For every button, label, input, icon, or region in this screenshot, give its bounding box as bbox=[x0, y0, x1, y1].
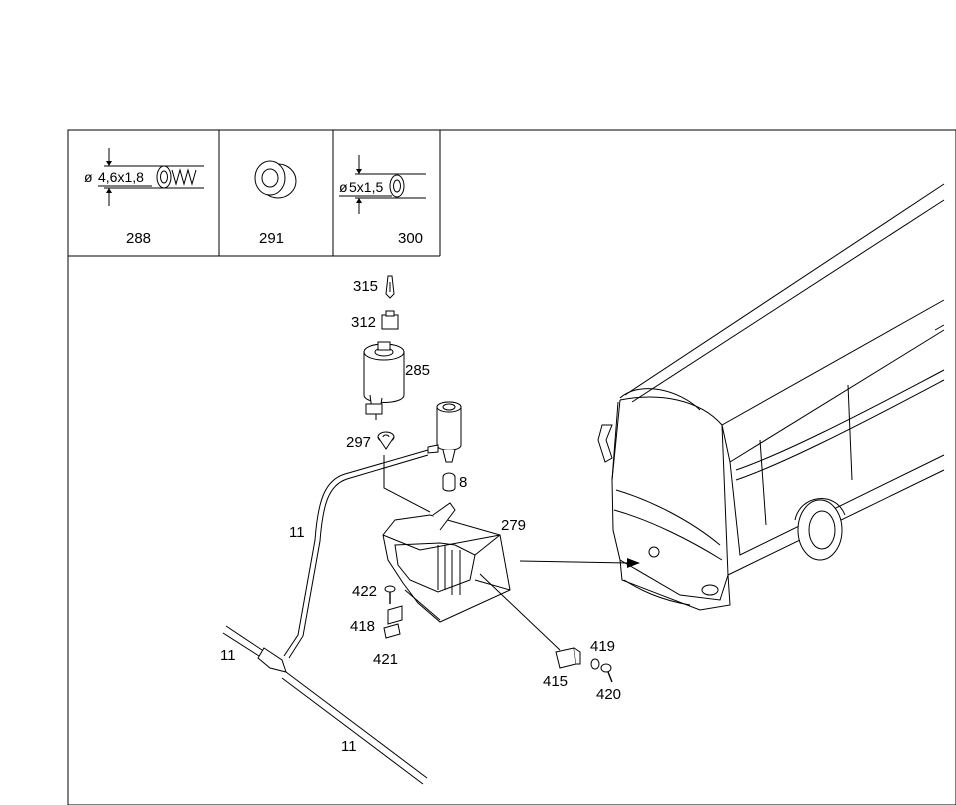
inset-table bbox=[68, 130, 441, 257]
label-11-top: 11 bbox=[289, 524, 305, 541]
label-11-bottom: 11 bbox=[341, 738, 357, 755]
label-418: 418 bbox=[350, 618, 375, 635]
pump-285 bbox=[363, 341, 405, 420]
label-415: 415 bbox=[543, 673, 568, 690]
clip-421 bbox=[383, 623, 401, 639]
grommet-8 bbox=[442, 472, 456, 492]
label-419: 419 bbox=[590, 638, 615, 655]
housing-312 bbox=[381, 310, 399, 330]
inset-288-number: 288 bbox=[126, 230, 151, 247]
label-285: 285 bbox=[405, 362, 430, 379]
part-labels: 315 312 285 297 8 11 279 422 418 421 11 … bbox=[220, 278, 621, 755]
label-315: 315 bbox=[353, 278, 378, 295]
bus-illustration bbox=[597, 183, 945, 611]
grommet-297 bbox=[377, 431, 395, 450]
bracket-418 bbox=[387, 605, 403, 625]
bracket-415 bbox=[479, 573, 581, 669]
label-8: 8 bbox=[459, 474, 467, 491]
inset-300-number: 300 bbox=[398, 230, 423, 247]
inset-288-dimension: 4,6x1,8 bbox=[98, 169, 144, 185]
location-arrow bbox=[519, 558, 640, 568]
label-422: 422 bbox=[352, 583, 377, 600]
diagram-frame bbox=[67, 129, 956, 805]
leader-line bbox=[383, 455, 431, 513]
inset-300-dimension: 5x1,5 bbox=[349, 179, 383, 195]
label-421: 421 bbox=[373, 651, 398, 668]
inset-part-300: ø 5x1,5 300 bbox=[339, 155, 426, 247]
connector-315 bbox=[385, 275, 395, 299]
washer-tank-279 bbox=[382, 502, 511, 623]
screw-420 bbox=[600, 663, 613, 683]
screw-422 bbox=[384, 585, 396, 604]
inset-288-diameter-symbol: ø bbox=[84, 169, 93, 185]
label-279: 279 bbox=[501, 517, 526, 534]
label-420: 420 bbox=[596, 686, 621, 703]
inset-part-288: ø 4,6x1,8 288 bbox=[84, 148, 204, 247]
inset-part-291: 291 bbox=[254, 160, 297, 247]
pump-second bbox=[427, 401, 462, 463]
label-312: 312 bbox=[351, 314, 376, 331]
label-297: 297 bbox=[346, 434, 371, 451]
hose-11 bbox=[222, 449, 429, 785]
washer-419 bbox=[590, 658, 600, 670]
label-11-left: 11 bbox=[220, 647, 236, 664]
inset-300-diameter-symbol: ø bbox=[339, 179, 348, 195]
inset-291-number: 291 bbox=[259, 230, 284, 247]
